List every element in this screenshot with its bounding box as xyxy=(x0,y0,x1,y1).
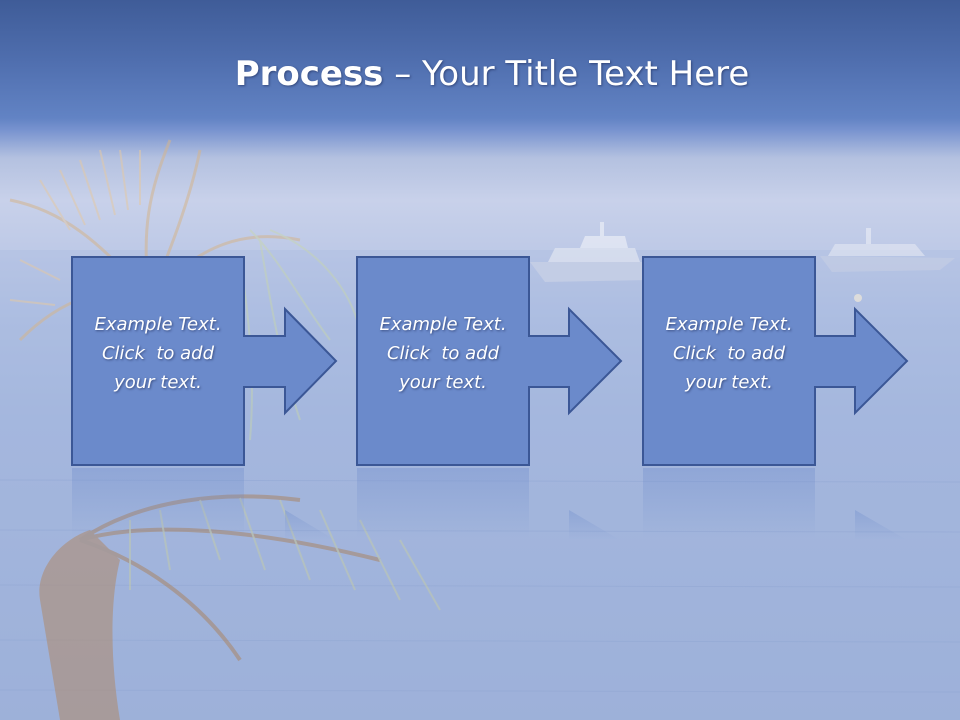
step-1-text[interactable]: Example Text. Click to add your text. xyxy=(72,310,244,397)
step-text-line: Click to add xyxy=(672,343,785,364)
step-3-text[interactable]: Example Text. Click to add your text. xyxy=(643,310,815,397)
slide-title[interactable]: Process – Your Title Text Here xyxy=(0,52,960,96)
step-text-line: Click to add xyxy=(386,343,499,364)
process-step-3[interactable] xyxy=(642,256,909,466)
step-text-line: your text. xyxy=(685,372,773,393)
step-text-line: your text. xyxy=(114,372,202,393)
yacht-image xyxy=(530,222,660,282)
step-text-line: Example Text. xyxy=(665,314,793,335)
step-text-line: your text. xyxy=(399,372,487,393)
step-text-line: Example Text. xyxy=(379,314,507,335)
process-step-1[interactable] xyxy=(71,256,338,466)
yacht-image xyxy=(820,228,955,272)
step-text-line: Click to add xyxy=(101,343,214,364)
title-bold-text: Process xyxy=(234,54,384,94)
step-2-text[interactable]: Example Text. Click to add your text. xyxy=(357,310,529,397)
arrow-right-shape xyxy=(71,256,338,466)
arrow-right-shape xyxy=(642,256,909,466)
step-text-line: Example Text. xyxy=(94,314,222,335)
process-step-2[interactable] xyxy=(356,256,623,466)
title-rest-text: – Your Title Text Here xyxy=(383,54,750,94)
buoy xyxy=(854,294,862,302)
shape-reflections xyxy=(72,468,907,540)
arrow-right-shape xyxy=(356,256,623,466)
